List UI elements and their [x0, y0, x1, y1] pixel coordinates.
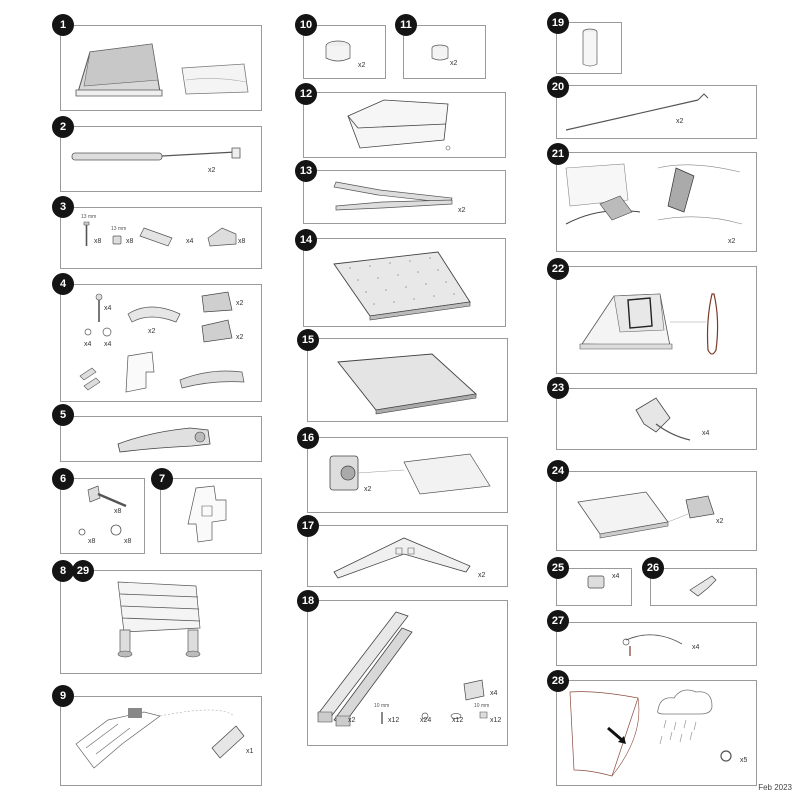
qty-label-17: x2 — [478, 572, 486, 579]
qty-label-4-bolt: x4 — [104, 305, 112, 312]
part-number-25: 25 — [547, 557, 569, 579]
qty-label-2: x2 — [208, 167, 216, 174]
qty-label-18-washer: x24 — [420, 717, 432, 724]
qty-label-24: x2 — [716, 518, 724, 525]
part-number-14: 14 — [295, 229, 317, 251]
part-number-15: 15 — [297, 329, 319, 351]
part-number-13: 13 — [295, 160, 317, 182]
part-panel-27 — [556, 622, 757, 666]
part-number-4: 4 — [52, 273, 74, 295]
part-number-24: 24 — [547, 460, 569, 482]
qty-label-4-washer-a: x4 — [84, 341, 92, 348]
qty-label-18-washer2: x12 — [452, 717, 464, 724]
qty-label-6-bolt: x8 — [114, 508, 122, 515]
part-number-5: 5 — [52, 404, 74, 426]
date-footer: Feb 2023 — [758, 783, 792, 792]
qty-label-20: x2 — [676, 118, 684, 125]
part-number-7: 7 — [151, 468, 173, 490]
part-number-3: 3 — [52, 196, 74, 218]
qty-label-18-bolt: x12 — [388, 717, 400, 724]
part-panel-20 — [556, 85, 757, 139]
qty-label-10: x2 — [358, 62, 366, 69]
qty-label-28: x5 — [740, 757, 748, 764]
qty-label-6-washer-a: x8 — [88, 538, 96, 545]
part-number-28: 28 — [547, 670, 569, 692]
qty-label-25: x4 — [612, 573, 620, 580]
part-number-17: 17 — [297, 515, 319, 537]
part-number-8: 8 — [52, 560, 74, 582]
qty-label-18-rail: x2 — [348, 717, 356, 724]
nut-size-label-18: 10 mm — [474, 703, 490, 709]
part-number-9: 9 — [52, 685, 74, 707]
nut-size-label-3: 13 mm — [111, 226, 127, 232]
part-panel-6 — [60, 478, 145, 554]
part-number-10: 10 — [295, 14, 317, 36]
part-number-29: 29 — [72, 560, 94, 582]
part-number-12: 12 — [295, 83, 317, 105]
part-number-20: 20 — [547, 76, 569, 98]
part-number-16: 16 — [297, 427, 319, 449]
part-number-18: 18 — [297, 590, 319, 612]
part-number-22: 22 — [547, 258, 569, 280]
qty-label-11: x2 — [450, 60, 458, 67]
part-number-11: 11 — [395, 14, 417, 36]
qty-label-3-screw: x8 — [94, 238, 102, 245]
qty-label-4-washer-b: x4 — [104, 341, 112, 348]
qty-label-4-lock: x2 — [236, 300, 244, 307]
qty-label-3-clip: x8 — [238, 238, 246, 245]
qty-label-13: x2 — [458, 207, 466, 214]
part-number-23: 23 — [547, 377, 569, 399]
part-number-19: 19 — [547, 12, 569, 34]
qty-label-21: x2 — [728, 238, 736, 245]
qty-label-3-nut: x8 — [126, 238, 134, 245]
bolt-size-label-18: 10 mm — [374, 703, 390, 709]
part-number-6: 6 — [52, 468, 74, 490]
part-number-21: 21 — [547, 143, 569, 165]
qty-label-9: x1 — [246, 748, 254, 755]
part-number-2: 2 — [52, 116, 74, 138]
part-number-27: 27 — [547, 610, 569, 632]
qty-label-4-bracket: x2 — [148, 328, 156, 335]
qty-label-27: x4 — [692, 644, 700, 651]
part-number-26: 26 — [642, 557, 664, 579]
part-panel-28 — [556, 680, 757, 786]
part-number-1: 1 — [52, 14, 74, 36]
qty-label-23: x4 — [702, 430, 710, 437]
screw-size-label-3: 13 mm — [81, 214, 97, 220]
qty-label-6-washer-b: x8 — [124, 538, 132, 545]
qty-label-4-latch: x2 — [236, 334, 244, 341]
qty-label-18-cap: x4 — [490, 690, 498, 697]
qty-label-16: x2 — [364, 486, 372, 493]
qty-label-3-plate: x4 — [186, 238, 194, 245]
qty-label-18-nut: x12 — [490, 717, 502, 724]
